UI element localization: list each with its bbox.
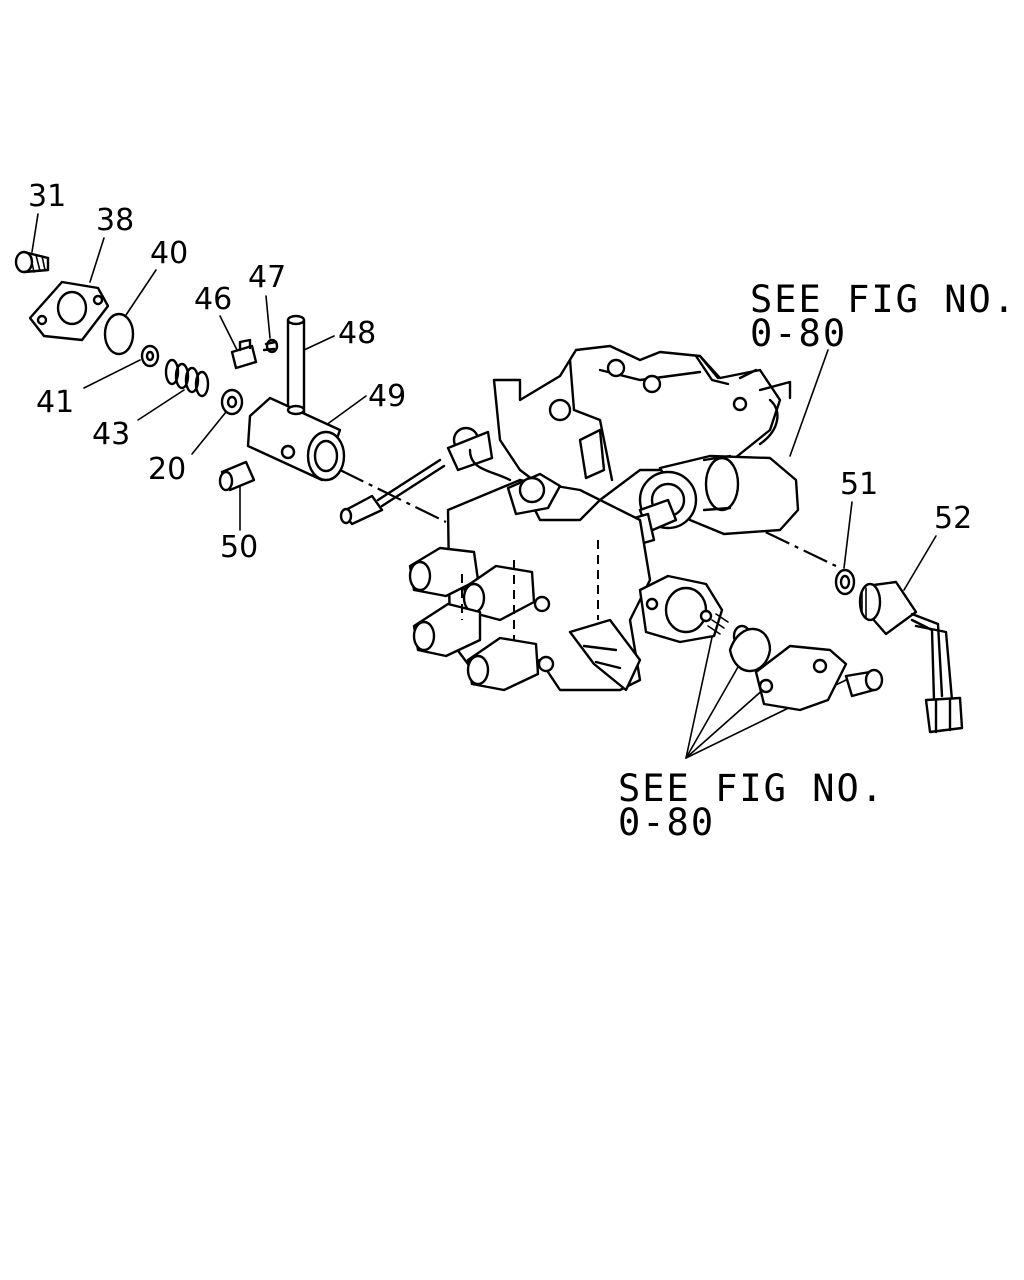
spring-43: [164, 358, 210, 398]
washer-20: [220, 388, 244, 416]
injection-pump-body: [408, 344, 800, 692]
pin-50: [218, 460, 256, 492]
callout-48: 48: [338, 316, 376, 351]
sensor-52: [858, 580, 964, 734]
callout-46: 46: [194, 282, 232, 317]
callout-43: 43: [92, 417, 130, 452]
callout-38: 38: [96, 203, 134, 238]
clip-46: [230, 338, 258, 370]
reference-note-top-line1: SEE FIG NO.: [750, 278, 1017, 321]
housing-49: [246, 396, 346, 482]
bolt-31: [14, 250, 50, 274]
washer-41: [140, 344, 160, 368]
callout-47: 47: [248, 260, 286, 295]
reference-note-bottom-line2: 0-80: [618, 801, 715, 844]
o-ring-40: [103, 312, 135, 356]
screw-47: [262, 338, 279, 354]
delivery-valve-holders: [408, 546, 540, 692]
callout-20: 20: [148, 452, 186, 487]
axis-line-left: [339, 469, 447, 523]
callout-41: 41: [36, 385, 74, 420]
flange-38: [28, 280, 110, 342]
lower-parts-group: [707, 613, 884, 712]
callout-51: 51: [840, 467, 878, 502]
o-ring-51: [834, 568, 856, 596]
callout-31: 31: [28, 179, 66, 214]
callout-50: 50: [220, 530, 258, 565]
leader-lines: [31, 213, 937, 759]
reference-note-top-line2: 0-80: [750, 312, 847, 355]
callout-40: 40: [150, 236, 188, 271]
callout-52: 52: [934, 501, 972, 536]
reference-note-bottom-line1: SEE FIG NO.: [618, 767, 885, 810]
callout-49: 49: [368, 379, 406, 414]
